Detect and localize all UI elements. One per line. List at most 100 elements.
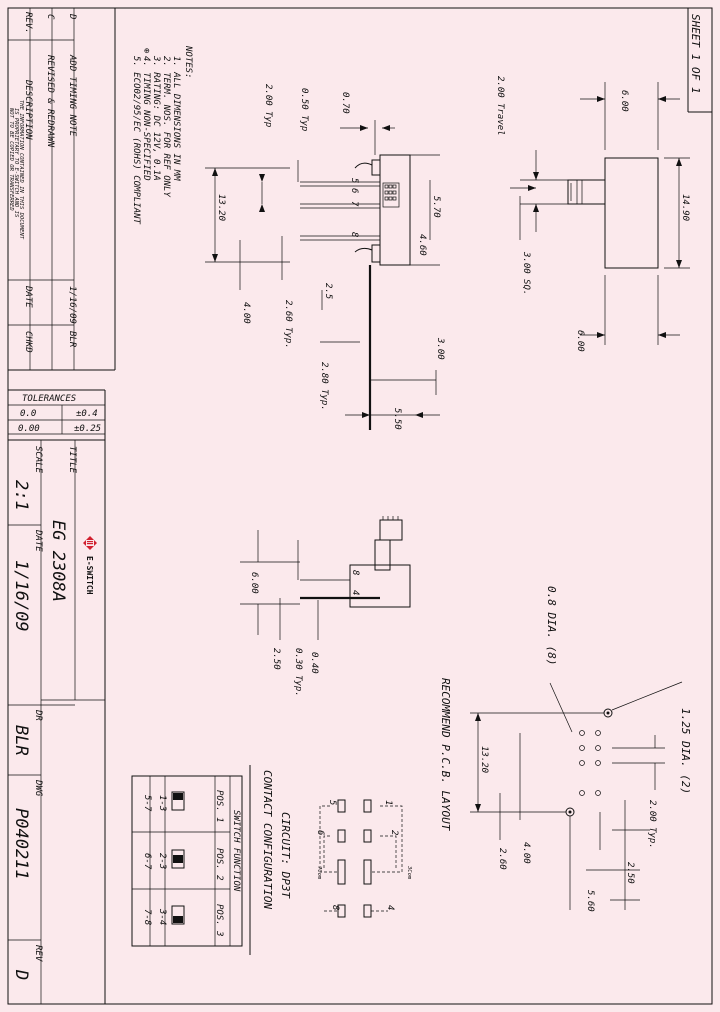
dim-2-60: 2.60 Typ. bbox=[283, 300, 293, 349]
c-term-2: 2 bbox=[389, 830, 399, 835]
term-4-small: 4 bbox=[350, 590, 360, 595]
scale-label: SCALE bbox=[33, 446, 43, 474]
sf-row2-pos2: 6-7 bbox=[142, 853, 152, 870]
actuator-front-view: 6.00 14.90 2.00 Travel 3.00 SQ. 6.00 bbox=[495, 76, 690, 352]
c-term-4: 4 bbox=[385, 905, 395, 910]
c-term-8: 8 bbox=[330, 905, 340, 910]
rev-label: REV bbox=[33, 945, 43, 962]
dim-4-60: 4.60 bbox=[417, 234, 427, 256]
revision-table: D ADD TIMING NOTE 1/16/09 BLR C REVISED … bbox=[8, 8, 77, 370]
tol-value-1: ±0.4 bbox=[76, 409, 98, 419]
note-3: 3. RATING: DC 12V, 0.1A bbox=[151, 55, 161, 181]
dim-4-00: 4.00 bbox=[241, 302, 251, 324]
rev-value: D bbox=[11, 969, 31, 980]
switch-side-view: 5 6 7 8 0.70 0.50 Typ 2.00 Typ 13.20 4.0… bbox=[205, 84, 445, 430]
rev-header-chkd: CHKD bbox=[23, 331, 33, 353]
sf-pos-3: POS. 3 bbox=[214, 904, 224, 937]
term-8-small: 8 bbox=[350, 570, 360, 575]
term-6: 6 bbox=[349, 188, 359, 193]
switch-function-table: SWITCH FUNCTION POS. 1 POS. 2 POS. 3 1-3… bbox=[131, 775, 243, 947]
dim-0-50: 0.50 Typ bbox=[299, 88, 309, 131]
rev-row-c-rev: C bbox=[45, 14, 55, 20]
sf-row1-pos3: 3-4 bbox=[157, 908, 167, 925]
sf-row1-pos2: 2-3 bbox=[157, 853, 167, 869]
com-3: 3Com bbox=[406, 865, 412, 880]
rev-row-d-chkd: BLR bbox=[67, 331, 77, 348]
dim-2-00: 2.00 Typ bbox=[263, 84, 273, 127]
title-block: TOLERANCES 0.0 ±0.4 0.00 ±0.25 TITLE EG … bbox=[8, 389, 106, 1004]
dim-6-00-top: 6.00 bbox=[619, 90, 629, 112]
sf-title: SWITCH FUNCTION bbox=[231, 810, 241, 892]
sf-row2-pos1: 5-7 bbox=[142, 795, 152, 812]
sf-pos-2: POS. 2 bbox=[214, 848, 224, 881]
dim-s-0-40: 0.40 bbox=[309, 652, 319, 674]
rev-row-d-desc: ADD TIMING NOTE bbox=[67, 54, 77, 137]
sheet-number: SHEET 1 OF 1 bbox=[689, 14, 702, 93]
dwg-label: DWG bbox=[33, 779, 43, 797]
dim-3-00-sq: 3.00 SQ. bbox=[521, 251, 531, 295]
sheet-border bbox=[7, 7, 713, 1005]
sf-pos-1: POS. 1 bbox=[214, 790, 224, 823]
dim-p-2-00: 2.00 Typ. bbox=[647, 800, 657, 849]
dim-6-00-bottom: 6.00 bbox=[575, 330, 585, 352]
dim-p-2-60: 2.60 bbox=[497, 848, 507, 870]
title-value: EG 2308A bbox=[48, 520, 68, 602]
pcb-layout: RECOMMEND P.C.B. LAYOUT 0.8 DIA. (8) 1.2… bbox=[439, 586, 692, 912]
date-label: DATE bbox=[33, 529, 43, 552]
dim-2-80: 2.80 Typ. bbox=[319, 362, 329, 411]
dim-s-0-30: 0.30 Typ. bbox=[293, 648, 303, 697]
c-term-6: 6 bbox=[315, 830, 325, 835]
dim-s-2-50: 2.50 bbox=[271, 648, 281, 670]
rev-row-c-desc: REVISED & REDRAWN bbox=[45, 55, 55, 148]
tol-format-2: 0.00 bbox=[18, 424, 40, 434]
rev-header-date: DATE bbox=[23, 285, 33, 308]
dim-14-90: 14.90 bbox=[680, 194, 690, 221]
com-7: 7Com bbox=[316, 866, 322, 880]
circuit-diagram: CIRCUIT: DP3T CONTACT CONFIGURATION 5 6 … bbox=[249, 765, 412, 955]
dim-3-00: 3.00 bbox=[435, 337, 445, 360]
dim-p-5-60: 5.60 bbox=[585, 890, 595, 912]
dim-5-70: 5.70 bbox=[431, 196, 441, 218]
title-label: TITLE bbox=[67, 446, 77, 474]
c-term-1: 1 bbox=[383, 800, 393, 805]
dim-0-70: 0.70 bbox=[340, 92, 350, 114]
note-2: 2. TERM. NOS. FOR REF ONLY bbox=[161, 56, 171, 197]
note-4: 4. TIMING NON-SPECIFIED bbox=[141, 56, 151, 181]
scale-value: 2:1 bbox=[11, 480, 31, 511]
proprietary-line-2: IS PROPRIETARY TO E-SWITCH AND IS bbox=[13, 108, 19, 218]
dim-travel: 2.00 Travel bbox=[495, 76, 505, 136]
note-4-mark: ⊕ bbox=[141, 48, 151, 53]
dr-value: BLR bbox=[11, 725, 31, 756]
tol-value-2: ±0.25 bbox=[74, 424, 101, 434]
rev-header-desc: DESCRIPTION bbox=[23, 79, 33, 140]
contact-configuration-title: CONTACT CONFIGURATION bbox=[261, 770, 274, 909]
tolerances-label: TOLERANCES bbox=[22, 394, 77, 404]
logo-text: E-SWITCH bbox=[85, 556, 94, 595]
circuit-title: CIRCUIT: DP3T bbox=[279, 812, 292, 899]
date-value: 1/16/09 bbox=[11, 560, 31, 632]
term-8: 8 bbox=[349, 232, 359, 237]
dim-5-50: 5.50 bbox=[392, 408, 402, 430]
term-5: 5 bbox=[349, 178, 359, 183]
sf-slider-2 bbox=[171, 849, 185, 869]
dim-p-2-50: 2.50 bbox=[625, 862, 635, 884]
dim-p-1-25: 1.25 DIA. (2) bbox=[679, 708, 692, 794]
notes-title: NOTES: bbox=[183, 45, 193, 79]
notes: NOTES: 1. ALL DIMENSIONS IN MM 2. TERM. … bbox=[131, 45, 193, 225]
dim-2-5: 2.5 bbox=[323, 283, 333, 299]
switch-small-side-view: 8 4 6.00 2.50 0.30 Typ. 0.40 bbox=[240, 516, 411, 697]
dim-p-0-8: 0.8 DIA. (8) bbox=[545, 586, 558, 665]
rev-header-rev: REV. bbox=[23, 12, 33, 34]
term-7: 7 bbox=[349, 201, 359, 207]
note-1: 1. ALL DIMENSIONS IN MM bbox=[171, 56, 181, 181]
dr-label: DR bbox=[33, 709, 43, 721]
sf-slider-3 bbox=[171, 905, 185, 925]
dwg-value: P040211 bbox=[11, 808, 31, 880]
rev-row-d-rev: D bbox=[67, 13, 77, 19]
note-5: 5. ECO02/95/EC (ROHS) COMPLIANT bbox=[131, 56, 141, 225]
proprietary-line-1: THE INFORMATION CONTAINED IN THIS DOCUME… bbox=[18, 100, 24, 240]
tol-format-1: 0.0 bbox=[20, 409, 36, 419]
sheet-label-box: SHEET 1 OF 1 bbox=[687, 8, 712, 113]
sf-row1-pos1: 1-3 bbox=[157, 795, 167, 811]
